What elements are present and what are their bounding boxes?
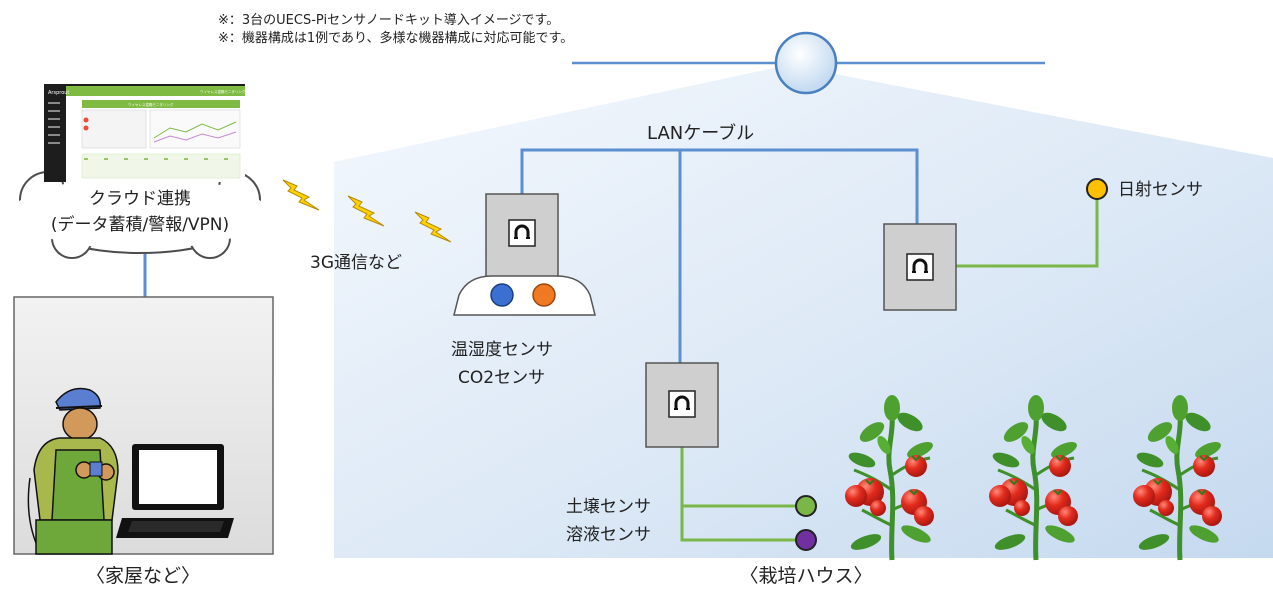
greenhouse-body <box>334 65 1273 558</box>
node-connector-icon <box>905 252 935 282</box>
co2-label: CO2センサ <box>458 368 545 388</box>
dashboard-screenshot: Arsprout ワイヤレス遠隔モニタリング ワイヤレス遠隔モニタリング <box>44 84 246 182</box>
solar-label: 日射センサ <box>1118 180 1203 200</box>
cloud-label-line2: (データ蓄積/警報/VPN) <box>51 214 229 235</box>
dashboard-brand: Arsprout <box>48 90 69 96</box>
note-line-1: ※：3台のUECS-Piセンサノードキット導入イメージです。 <box>218 13 559 28</box>
network-hub-icon <box>774 31 838 95</box>
lightning-icon <box>282 179 320 211</box>
solution-sensor-icon <box>795 529 817 551</box>
sensor-node-temp-humidity <box>453 193 596 316</box>
dashboard-inner-title: ワイヤレス遠隔モニタリング <box>128 102 174 107</box>
laptop-icon <box>116 444 234 538</box>
sensor-node-solar <box>883 223 957 311</box>
greenhouse-label: 〈栽培ハウス〉 <box>739 565 872 587</box>
soil-label: 土壌センサ <box>566 497 651 517</box>
dashboard-panel-title: ワイヤレス遠隔モニタリング <box>200 89 246 94</box>
solution-label: 溶液センサ <box>566 525 651 545</box>
solar-sensor-icon <box>1086 178 1108 200</box>
node-connector-icon <box>667 389 697 419</box>
note-line-2: ※：機器構成は1例であり、多様な機器構成に対応可能です。 <box>218 30 573 46</box>
co2-sensor-icon <box>532 283 556 307</box>
comm-label: 3G通信など <box>310 253 402 273</box>
temp-humidity-sensor-icon <box>490 283 514 307</box>
cloud-label-line1: クラウド連携 <box>89 189 191 209</box>
lan-cable-label: LANケーブル <box>647 122 754 144</box>
soil-sensor-icon <box>795 495 817 517</box>
node-connector-icon <box>507 218 537 248</box>
farmer-icon <box>27 387 119 555</box>
sensor-node-soil <box>645 362 719 448</box>
home-label: 〈家屋など〉 <box>86 565 200 587</box>
temp-humidity-label: 温湿度センサ <box>451 340 553 360</box>
sensor-wiring <box>680 193 1099 542</box>
